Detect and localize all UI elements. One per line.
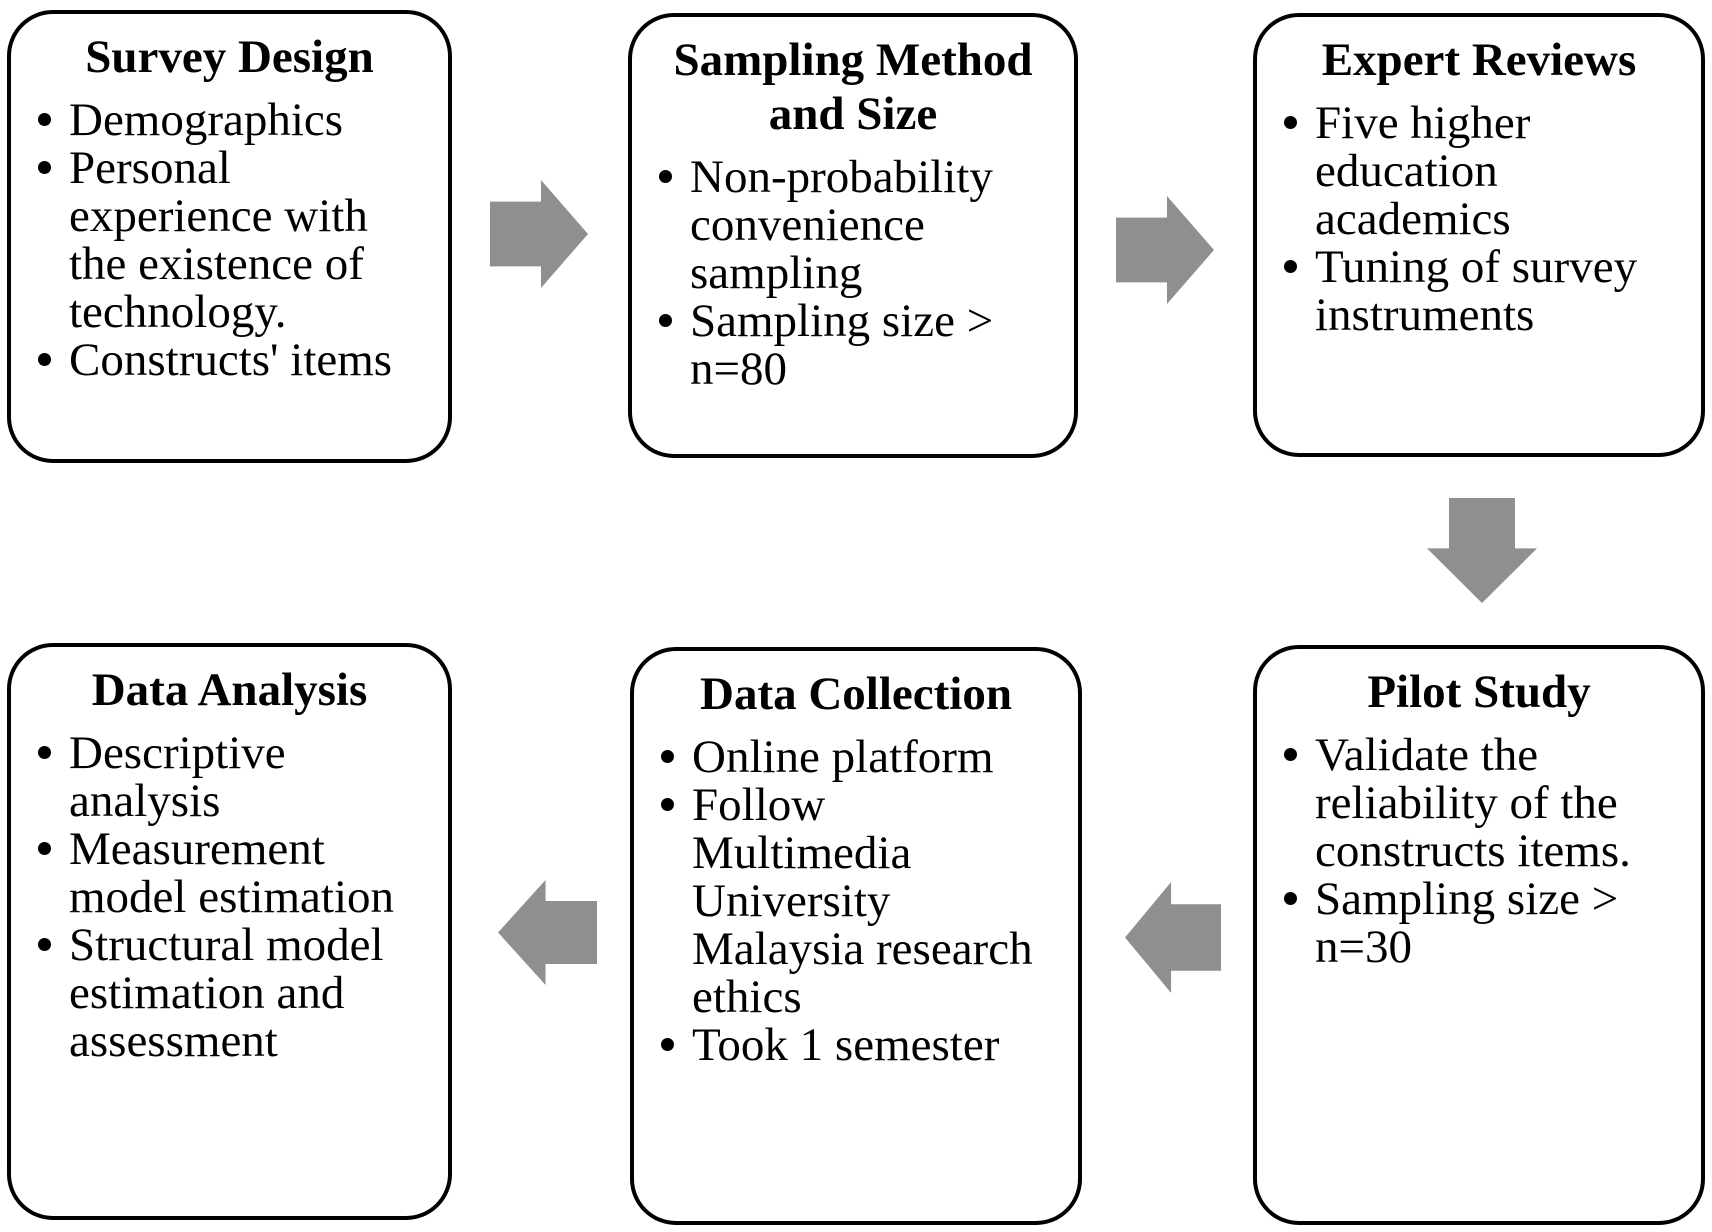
bullet-item: Tuning of survey instruments [1279,243,1671,339]
step-title: Survey Design [85,31,374,83]
flow-arrow-down-icon [1427,498,1537,603]
bullet-item: Non-probability convenience sampling [654,153,1044,297]
bullet-item: Measurement model estimation [33,825,418,921]
flow-arrow-left-icon [498,880,597,985]
step-box-expert-reviews: Expert Reviews Five higher education aca… [1253,13,1705,457]
flow-arrow-right-icon [490,180,588,288]
step-bullet-list: Validate the reliability of the construc… [1257,731,1701,971]
bullet-item: Descriptive analysis [33,729,418,825]
step-box-pilot-study: Pilot Study Validate the reliability of … [1253,645,1705,1225]
bullet-item: Demographics [33,96,418,144]
step-box-sampling-method-and-size: Sampling Method and Size Non-probability… [628,13,1078,458]
bullet-item: Sampling size > n=80 [654,297,1044,393]
bullet-item: Five higher education academics [1279,99,1671,243]
step-title: Expert Reviews [1321,34,1637,86]
step-title: Sampling Method and Size [673,34,1033,140]
bullet-item: Validate the reliability of the construc… [1279,731,1671,875]
bullet-item: Took 1 semester [656,1021,1048,1069]
bullet-item: Follow Multimedia University Malaysia re… [656,781,1048,1021]
bullet-item: Structural model estimation and assessme… [33,921,418,1065]
step-title: Data Collection [700,668,1012,720]
bullet-item: Constructs' items [33,336,418,384]
bullet-item: Online platform [656,733,1048,781]
step-title: Data Analysis [91,664,368,716]
bullet-item: Sampling size > n=30 [1279,875,1671,971]
step-title: Pilot Study [1367,666,1591,718]
flow-arrow-left-icon [1125,882,1221,993]
bullet-item: Personal experience with the existence o… [33,144,418,336]
flow-arrow-right-icon [1116,196,1214,304]
